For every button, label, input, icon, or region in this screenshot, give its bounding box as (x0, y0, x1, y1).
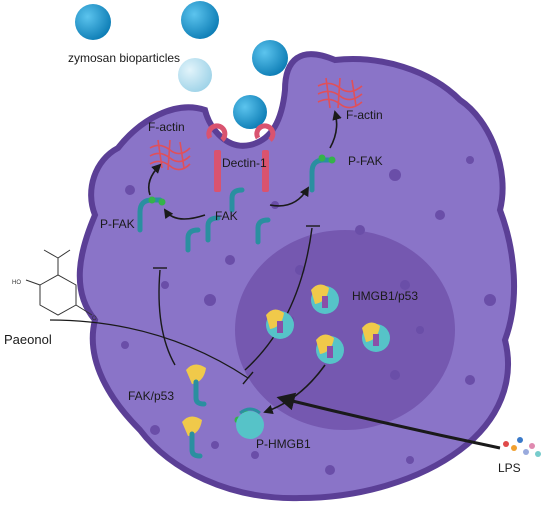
factin-left-label: F-actin (148, 120, 185, 134)
p-hmgb1-label: P-HMGB1 (256, 437, 311, 451)
chem-o-label: O (92, 316, 97, 322)
pfak-right-label: P-FAK (348, 154, 383, 168)
paeonol-structure (25, 249, 93, 316)
dectin1-label: Dectin-1 (222, 156, 267, 170)
chem-ho-label: HO (12, 280, 21, 286)
factin-bundle-right (317, 77, 363, 109)
p-hmgb1-protein (236, 407, 264, 439)
hmgb1-p53-label: HMGB1/p53 (352, 289, 418, 303)
fak-p53-label: FAK/p53 (128, 389, 174, 403)
zymosan-label: zymosan bioparticles (68, 51, 180, 65)
signaling-arrows (147, 110, 342, 220)
factin-right-label: F-actin (346, 108, 383, 122)
factin-bundle-left (149, 139, 191, 171)
lps-arrow (276, 392, 501, 450)
dectin1-receptors (206, 123, 276, 192)
nucleus (235, 230, 455, 430)
hmgb1-p53-complexes (266, 284, 390, 364)
lps-molecule (503, 437, 541, 457)
paeonol-label: Paeonol (4, 332, 52, 347)
zymosan-particles (75, 1, 288, 129)
inhibition-lines (153, 225, 320, 371)
export-arrow (263, 364, 326, 415)
fak-label: FAK (215, 209, 238, 223)
paeonol-bar (242, 371, 254, 385)
pfak-left-label: P-FAK (100, 217, 135, 231)
fak-p53-complexes (182, 364, 207, 459)
lps-label: LPS (498, 461, 521, 475)
cytoplasm-granules (121, 156, 496, 475)
paeonol-inhibition (49, 319, 249, 379)
